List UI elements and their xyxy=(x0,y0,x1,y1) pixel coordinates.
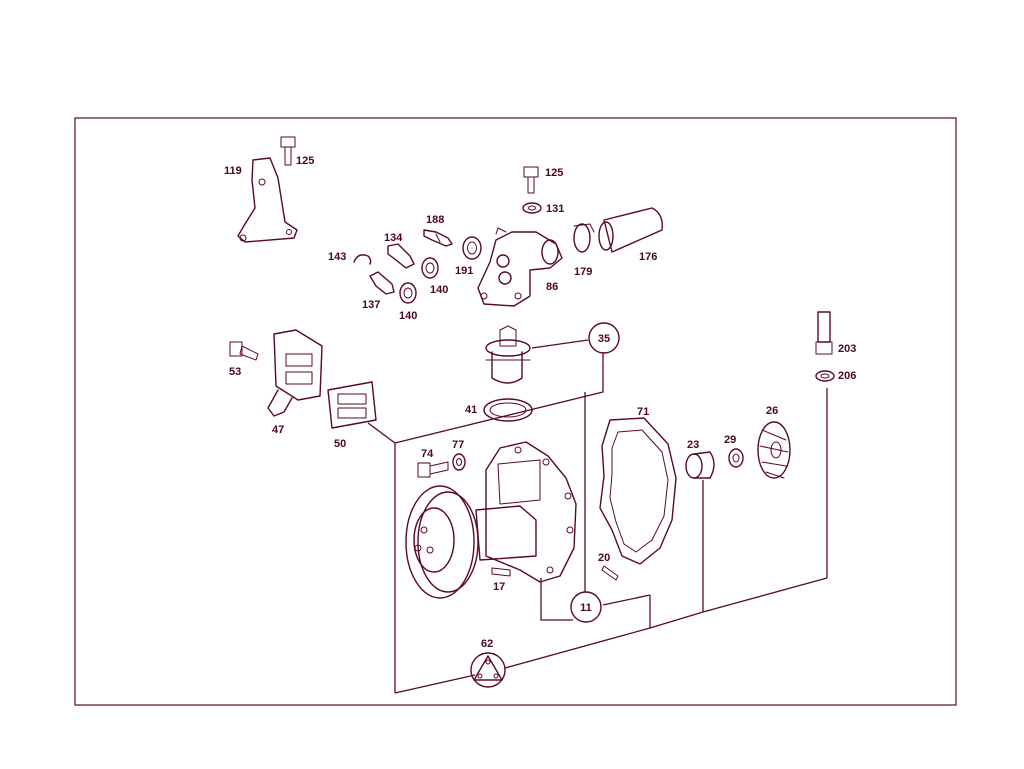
flange-47 xyxy=(267,329,323,417)
label-140-a: 140 xyxy=(430,284,448,296)
label-134: 134 xyxy=(384,232,403,244)
part-labels: 119 125 125 131 188 134 143 137 140 140 … xyxy=(224,155,856,650)
label-20: 20 xyxy=(598,552,610,564)
bolt-53 xyxy=(229,341,259,361)
callout-11: 11 xyxy=(570,591,602,623)
housing-86 xyxy=(477,227,563,307)
label-140-b: 140 xyxy=(399,310,417,322)
label-53: 53 xyxy=(229,366,241,378)
seal-29 xyxy=(728,448,744,468)
ring-191 xyxy=(462,236,482,260)
label-137: 137 xyxy=(362,299,380,311)
label-17: 17 xyxy=(493,581,505,593)
thermostat-35 xyxy=(485,325,531,384)
ring-140-a xyxy=(421,257,439,279)
label-50: 50 xyxy=(334,438,346,450)
label-23: 23 xyxy=(687,439,699,451)
sleeve-23 xyxy=(685,451,715,479)
gasket-71 xyxy=(599,417,677,565)
label-47: 47 xyxy=(272,424,284,436)
washer-206 xyxy=(815,370,835,382)
label-86: 86 xyxy=(546,281,558,293)
bolt-125-right xyxy=(523,166,539,194)
diagram-frame xyxy=(74,117,957,706)
label-41: 41 xyxy=(465,404,477,416)
label-206: 206 xyxy=(838,370,856,382)
label-26: 26 xyxy=(766,405,778,417)
label-125-right: 125 xyxy=(545,167,563,179)
label-203: 203 xyxy=(838,343,856,355)
label-131: 131 xyxy=(546,203,564,215)
label-191: 191 xyxy=(455,265,473,277)
impeller-26 xyxy=(757,421,791,479)
part-62-triangle xyxy=(470,652,506,688)
seal-41 xyxy=(483,398,533,422)
label-188: 188 xyxy=(426,214,444,226)
label-71: 71 xyxy=(637,406,649,418)
label-119: 119 xyxy=(224,165,242,177)
sensor-134 xyxy=(387,243,415,269)
sensor-137 xyxy=(369,271,395,295)
ring-140-b xyxy=(399,282,417,304)
label-29: 29 xyxy=(724,434,736,446)
label-125-left: 125 xyxy=(296,155,314,167)
bolt-74 xyxy=(417,461,449,478)
bolt-125-left xyxy=(280,136,296,166)
label-176: 176 xyxy=(639,251,657,263)
sensor-203 xyxy=(815,311,833,355)
leader-lines xyxy=(367,339,828,694)
label-143: 143 xyxy=(328,251,346,263)
hose-176 xyxy=(598,207,663,253)
gasket-50 xyxy=(327,381,377,429)
label-62: 62 xyxy=(481,638,493,650)
label-74: 74 xyxy=(421,448,434,460)
pin-17 xyxy=(491,567,511,577)
label-179: 179 xyxy=(574,266,592,278)
part-119-bracket xyxy=(237,157,298,243)
pin-20 xyxy=(601,565,619,581)
sensor-188 xyxy=(423,229,453,247)
washer-77 xyxy=(452,453,466,471)
clamp-179 xyxy=(573,223,595,253)
washer-131 xyxy=(522,202,542,214)
callout-11-label: 11 xyxy=(580,602,592,614)
callout-35-label: 35 xyxy=(598,333,610,345)
clip-143 xyxy=(353,254,372,265)
callout-35: 35 xyxy=(588,322,620,354)
label-77: 77 xyxy=(452,439,464,451)
water-pump-body xyxy=(405,441,577,599)
